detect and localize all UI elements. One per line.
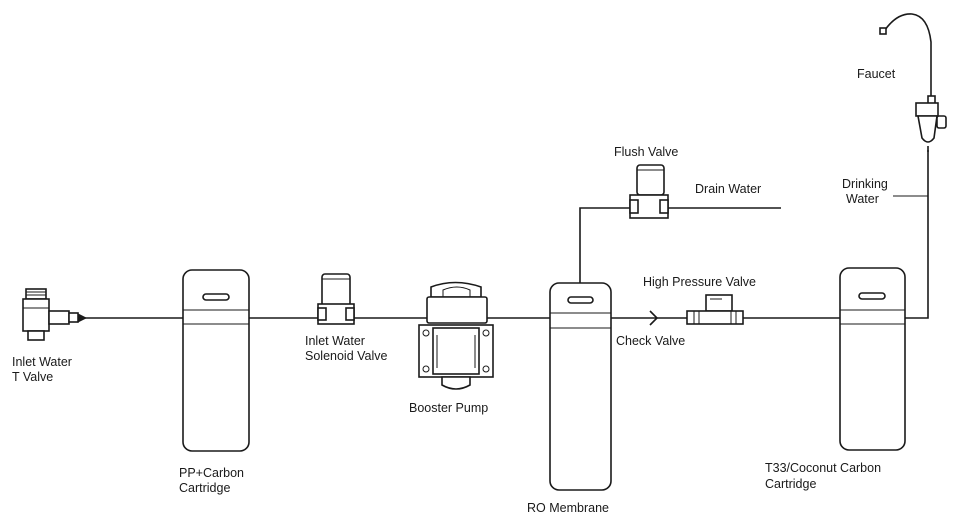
check-valve: [649, 310, 659, 326]
booster-pump: [418, 281, 494, 390]
inlet-solenoid-valve: [317, 273, 355, 325]
label-flush-valve: Flush Valve: [614, 145, 678, 159]
ro-membrane: [549, 282, 612, 491]
label-pp-carbon-line1: PP+Carbon: [179, 466, 244, 480]
pp-carbon-cartridge: [182, 269, 250, 452]
drinking-water-line: [905, 150, 929, 319]
label-booster-pump: Booster Pump: [409, 401, 488, 415]
label-check-valve: Check Valve: [616, 334, 685, 348]
label-pp-carbon-line2: Cartridge: [179, 481, 230, 495]
label-inlet-t-valve-line1: Inlet Water: [12, 355, 72, 369]
label-t33-line2: Cartridge: [765, 477, 816, 491]
flush-valve: [629, 164, 669, 219]
inlet-t-valve: [22, 288, 88, 341]
label-solenoid-line1: Inlet Water: [305, 334, 365, 348]
label-t33-line1: T33/Coconut Carbon: [765, 461, 881, 475]
label-drain-water: Drain Water: [695, 182, 761, 196]
faucet: [879, 13, 947, 152]
t33-coconut-cartridge: [839, 267, 906, 451]
label-faucet: Faucet: [857, 67, 896, 81]
label-ro-membrane: RO Membrane: [527, 501, 609, 515]
label-drinking-water-line2: Water: [846, 192, 879, 206]
label-high-pressure-valve: High Pressure Valve: [643, 275, 756, 289]
high-pressure-valve: [686, 294, 744, 325]
label-inlet-t-valve-line2: T Valve: [12, 370, 53, 384]
label-solenoid-line2: Solenoid Valve: [305, 349, 388, 363]
flush-line: [579, 207, 630, 283]
label-drinking-water-line1: Drinking: [842, 177, 888, 191]
